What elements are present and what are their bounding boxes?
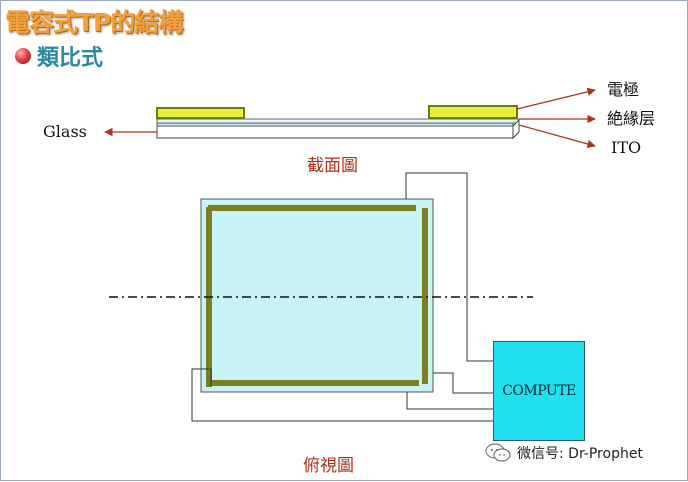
electrode-bar-right [422, 208, 428, 384]
electrode-label: 電極 [607, 80, 640, 99]
compute-unit: COMPUTE [493, 341, 585, 441]
cross-section-caption: 截面圖 [307, 156, 358, 176]
watermark-text: 微信号: Dr-Prophet [517, 446, 643, 462]
electrode-left [156, 107, 245, 119]
glass-layer [156, 125, 514, 139]
ito-layer [156, 122, 514, 127]
electrode-bar-bottom [211, 380, 419, 386]
wires [191, 172, 493, 422]
top-view-caption: 俯視圖 [303, 456, 354, 476]
glass-label: Glass [43, 122, 87, 141]
wechat-icon [485, 443, 511, 462]
page-title: 電容式TP的結構 [5, 8, 183, 37]
glass-edge [512, 118, 520, 140]
top-view [109, 172, 533, 422]
subtitle: 類比式 [37, 46, 104, 71]
watermark: 微信号: Dr-Prophet [485, 441, 643, 465]
electrode-arrow [516, 87, 596, 110]
bullet-icon [15, 48, 31, 64]
electrode-bar-top [208, 205, 416, 211]
touch-panel [200, 198, 434, 393]
ito-label: ITO [611, 138, 642, 157]
ito-arrow [518, 124, 596, 149]
electrode-right [428, 105, 518, 119]
insulation-layer [156, 118, 520, 124]
cross-section [104, 87, 596, 149]
insulation-label: 絶緣层 [607, 109, 656, 128]
compute-label: COMPUTE [502, 383, 576, 399]
subtitle-row: 類比式 [15, 41, 103, 71]
